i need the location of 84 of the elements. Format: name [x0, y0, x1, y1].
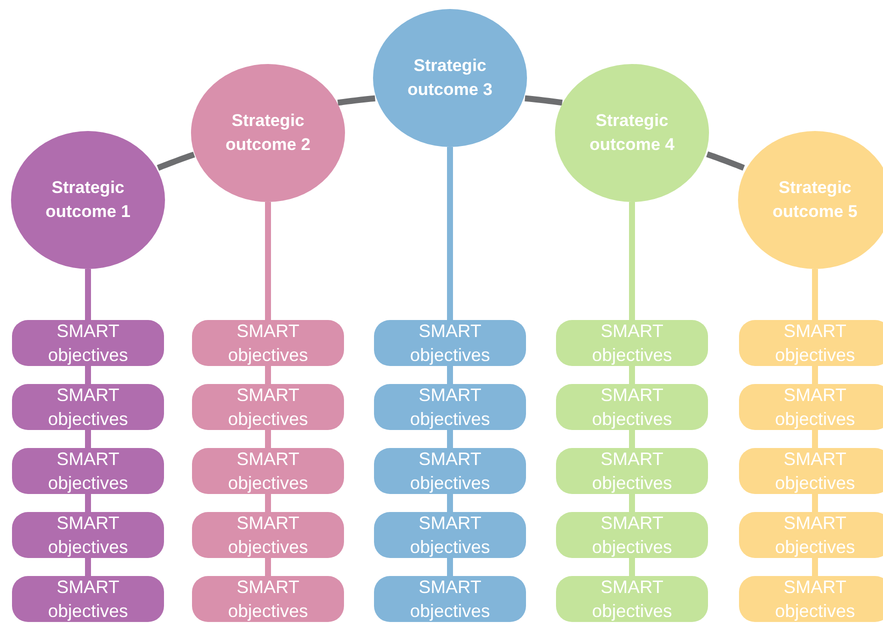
connector-line [629, 366, 635, 384]
node-label: SMART objectives [226, 320, 310, 367]
node-label: SMART objectives [774, 384, 856, 431]
connector-line [265, 366, 271, 384]
node-label: SMART objectives [774, 320, 856, 367]
connector-line [447, 366, 453, 384]
node-label: SMART objectives [408, 384, 492, 431]
node-label: SMART objectives [46, 384, 130, 431]
objective-pill [556, 320, 708, 366]
node-label: SMART objectives [774, 448, 856, 495]
node-label: SMART objectives [226, 512, 310, 559]
objective-pill [374, 448, 526, 494]
node-label: SMART objectives [226, 448, 310, 495]
objective-pill [374, 512, 526, 558]
node-label: SMART objectives [590, 320, 674, 367]
objective-pill [556, 512, 708, 558]
connector-line [265, 430, 271, 448]
connector-line [265, 202, 271, 320]
connector-line [812, 430, 818, 448]
connector-line [629, 430, 635, 448]
connector-line [265, 494, 271, 512]
connector-line [812, 366, 818, 384]
objective-pill [192, 448, 344, 494]
node-label: Strategic outcome 1 [44, 177, 132, 223]
node-label: SMART objectives [590, 448, 674, 495]
node-label: SMART objectives [408, 448, 492, 495]
objective-pill [12, 512, 164, 558]
objective-pill [556, 576, 708, 622]
connector-line [85, 269, 91, 320]
node-label: SMART objectives [774, 576, 856, 623]
node-label: SMART objectives [408, 576, 492, 623]
connector-line [447, 147, 453, 320]
objective-pill [374, 384, 526, 430]
connector-line [812, 269, 818, 320]
node-label: SMART objectives [46, 448, 130, 495]
node-label: SMART objectives [46, 512, 130, 559]
objective-pill [192, 384, 344, 430]
node-label: SMART objectives [408, 320, 492, 367]
objective-pill [192, 320, 344, 366]
connector-line [629, 202, 635, 320]
objective-pill [739, 512, 883, 558]
connector-line [629, 558, 635, 576]
objective-pill [739, 320, 883, 366]
objective-pill [556, 384, 708, 430]
node-label: SMART objectives [46, 576, 130, 623]
node-label: Strategic outcome 2 [224, 110, 312, 156]
objective-pill [556, 448, 708, 494]
objective-pill [12, 384, 164, 430]
node-label: SMART objectives [590, 512, 674, 559]
objective-pill [12, 448, 164, 494]
objective-pill [374, 320, 526, 366]
objective-pill [739, 576, 883, 622]
objective-pill [374, 576, 526, 622]
connector-line [156, 152, 196, 171]
objective-pill [192, 576, 344, 622]
connector-line [85, 558, 91, 576]
objective-pill [739, 448, 883, 494]
objective-pill [12, 576, 164, 622]
objective-pill [12, 320, 164, 366]
node-label: Strategic outcome 3 [406, 55, 494, 101]
node-label: SMART objectives [590, 576, 674, 623]
connector-line [265, 558, 271, 576]
objective-pill [739, 384, 883, 430]
node-label: SMART objectives [774, 512, 856, 559]
connector-line [447, 430, 453, 448]
node-label: SMART objectives [408, 512, 492, 559]
connector-line [812, 558, 818, 576]
connector-line [629, 494, 635, 512]
node-label: Strategic outcome 4 [588, 110, 676, 156]
node-label: SMART objectives [590, 384, 674, 431]
connector-line [85, 430, 91, 448]
connector-line [706, 151, 745, 171]
connector-line [447, 558, 453, 576]
node-label: SMART objectives [226, 576, 310, 623]
connector-line [524, 95, 563, 106]
node-label: SMART objectives [226, 384, 310, 431]
node-label: SMART objectives [46, 320, 130, 367]
connector-line [85, 366, 91, 384]
node-label: Strategic outcome 5 [771, 177, 859, 223]
connector-line [337, 95, 376, 106]
connector-line [812, 494, 818, 512]
connector-line [447, 494, 453, 512]
connector-line [85, 494, 91, 512]
objective-pill [192, 512, 344, 558]
